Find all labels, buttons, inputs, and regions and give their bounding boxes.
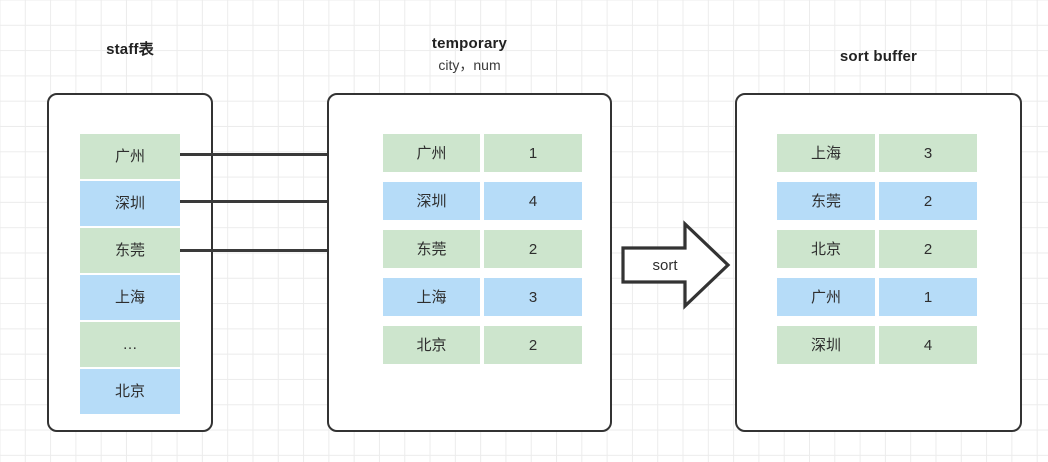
temporary-row-cell-num: 3 [484, 278, 582, 316]
sortbuffer-row-cell-num: 2 [879, 230, 977, 268]
sort-arrow-icon [621, 220, 731, 310]
sortbuffer-row-cell-city: 广州 [777, 278, 875, 316]
temporary-row-cell-city: 东莞 [383, 230, 480, 268]
staff-row-cell-city: 深圳 [80, 181, 180, 226]
temporary-row-cell-city: 广州 [383, 134, 480, 172]
temporary-panel-title: temporary [431, 35, 508, 52]
temporary-row-cell-city: 北京 [383, 326, 480, 364]
staff-row-cell-city: 东莞 [80, 228, 180, 273]
sort-block-arrow [620, 220, 732, 310]
staff-row-cell-city: 上海 [80, 275, 180, 320]
temporary-row-cell-num: 1 [484, 134, 582, 172]
sortbuffer-row-cell-city: 北京 [777, 230, 875, 268]
staff-row-cell-city: … [80, 322, 180, 367]
sortbuffer-row-cell-city: 东莞 [777, 182, 875, 220]
temporary-row-cell-city: 深圳 [383, 182, 480, 220]
staff-row-cell-city: 广州 [80, 134, 180, 179]
staff-panel-title: staff表 [106, 41, 154, 58]
staff-row-cell-city: 北京 [80, 369, 180, 414]
temporary-row-cell-num: 4 [484, 182, 582, 220]
temporary-row-cell-num: 2 [484, 230, 582, 268]
connector-line-3 [180, 249, 368, 252]
connector-line-1 [180, 153, 368, 156]
sortbuffer-row-cell-num: 3 [879, 134, 977, 172]
sortbuffer-row-cell-num: 2 [879, 182, 977, 220]
sortbuffer-row-cell-num: 1 [879, 278, 977, 316]
connector-line-2 [180, 200, 368, 203]
sortbuffer-row-cell-city: 上海 [777, 134, 875, 172]
sort-arrow-label: sort [652, 257, 678, 274]
sortbuffer-row-cell-city: 深圳 [777, 326, 875, 364]
sortbuffer-panel-title: sort buffer [839, 48, 918, 65]
temporary-row-cell-num: 2 [484, 326, 582, 364]
temporary-row-cell-city: 上海 [383, 278, 480, 316]
temporary-panel-subtitle: city，num [438, 57, 501, 73]
sortbuffer-row-cell-num: 4 [879, 326, 977, 364]
